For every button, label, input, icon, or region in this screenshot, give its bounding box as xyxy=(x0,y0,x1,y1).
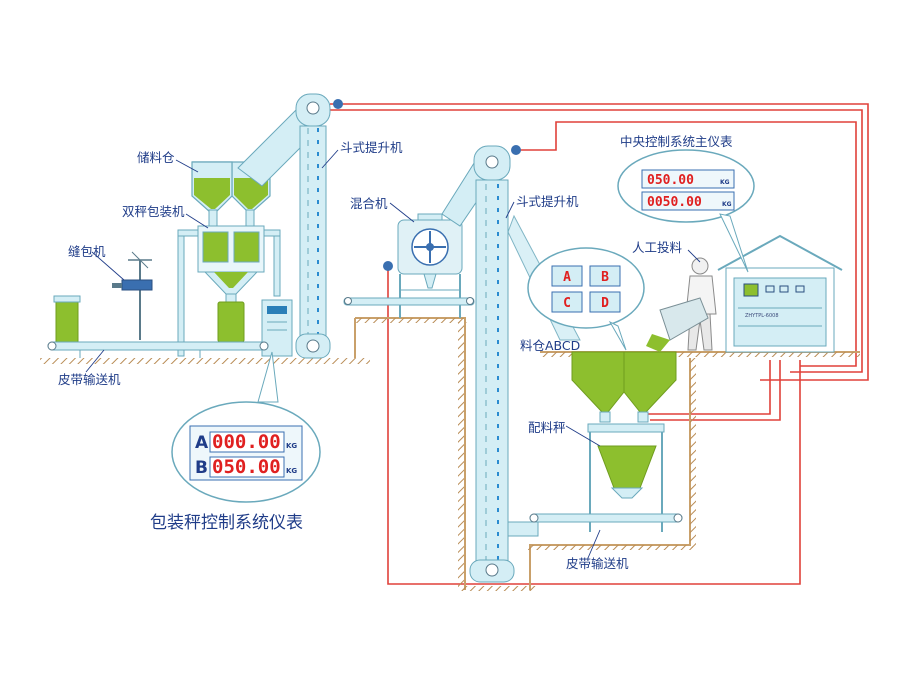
packing-meter-a-value: 000.00 xyxy=(212,431,281,453)
central-meter-row1-value: 050.00 xyxy=(647,173,694,188)
bag-sewing-machine xyxy=(112,251,153,340)
bins-grid-bubble: A B C D xyxy=(527,247,645,351)
packing-meter-a-unit: KG xyxy=(286,442,297,450)
label-central-control-meter: 中央控制系统主仪表 xyxy=(620,134,733,149)
label-bucket-elevator-2: 斗式提升机 xyxy=(516,194,579,209)
bin-grid-d: D xyxy=(601,296,609,311)
central-meter-row2-value: 0050.00 xyxy=(647,195,702,210)
bucket-elevator-1 xyxy=(237,93,343,359)
central-meter-bubble: 050.00 KG 0050.00 KG xyxy=(617,149,755,273)
label-bucket-elevator-1: 斗式提升机 xyxy=(340,140,403,155)
label-bag-sewing-machine: 缝包机 xyxy=(68,244,106,259)
batching-scale xyxy=(587,423,665,532)
control-house: ZHYTPL-6008 xyxy=(717,234,843,353)
leader-lines xyxy=(85,149,701,559)
packing-meter-b-value: 050.00 xyxy=(212,456,281,478)
bins-abcd xyxy=(571,351,677,423)
label-packing-scale-meter: 包装秤控制系统仪表 xyxy=(150,513,303,533)
packing-meter-b-unit: KG xyxy=(286,467,297,475)
labels: 储料仓 双秤包装机 缝包机 皮带输送机 斗式提升机 混合机 斗式提升机 中央控制… xyxy=(58,134,733,571)
bin-grid-b: B xyxy=(601,270,609,285)
belt-conveyor-left xyxy=(47,341,269,358)
packing-station xyxy=(47,161,293,358)
bin-grid-c: C xyxy=(563,296,571,311)
central-meter-row1-unit: KG xyxy=(720,179,730,186)
label-belt-conveyor-left: 皮带输送机 xyxy=(58,372,121,387)
mixer xyxy=(343,213,475,318)
packing-meter-b-channel: B xyxy=(195,458,208,478)
bin-grid-a: A xyxy=(563,270,571,285)
packing-meter-bubble: A 000.00 KG B 050.00 KG xyxy=(171,351,321,503)
label-belt-conveyor-right: 皮带输送机 xyxy=(566,556,629,571)
label-bins-abcd: 料仓ABCD xyxy=(520,338,580,353)
belt-conveyor-right xyxy=(529,513,683,523)
cabinet-tag: ZHYTPL-6008 xyxy=(745,313,779,319)
label-mixer: 混合机 xyxy=(350,196,388,211)
manual-feeding-worker xyxy=(646,257,717,352)
ground xyxy=(40,317,860,591)
packing-meter-a-channel: A xyxy=(195,433,209,453)
central-meter-row2-unit: KG xyxy=(722,201,732,208)
label-manual-feeding: 人工投料 xyxy=(632,240,683,255)
twin-scale-packer xyxy=(197,225,265,303)
label-storage-bin: 储料仓 xyxy=(137,150,175,165)
label-batching-scale: 配料秤 xyxy=(528,420,566,435)
label-twin-scale-packer: 双秤包装机 xyxy=(122,204,185,219)
